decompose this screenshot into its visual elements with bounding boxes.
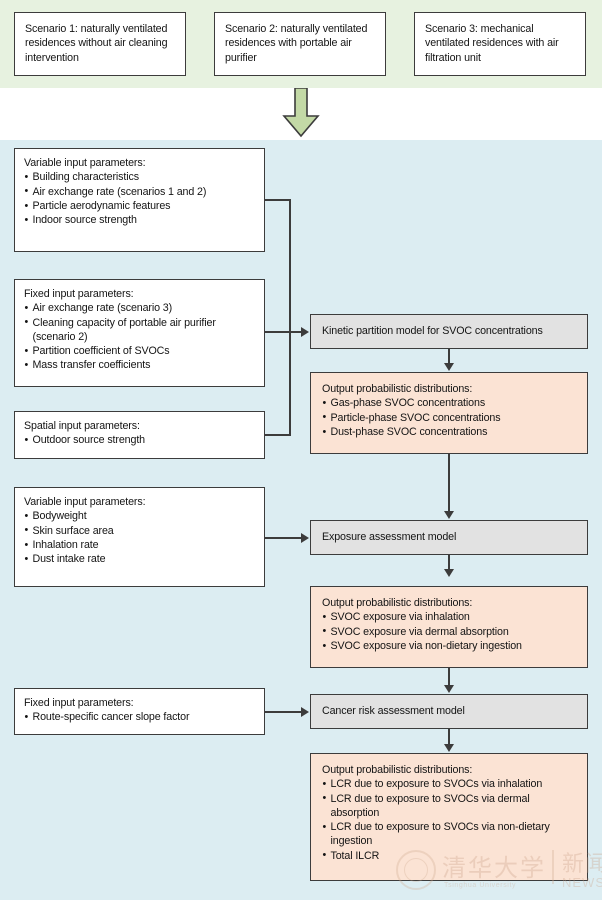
output-list: LCR due to exposure to SVOCs via inhalat… <box>322 777 578 863</box>
scenario-box-3: Scenario 3: mechanical ventilated reside… <box>414 12 586 76</box>
scenario-3-text: Scenario 3: mechanical ventilated reside… <box>425 23 562 64</box>
arrowhead-to-exposure-model <box>443 511 454 519</box>
output-list: Gas-phase SVOC concentrations Particle-p… <box>322 396 578 439</box>
output-list: SVOC exposure via inhalation SVOC exposu… <box>322 610 578 653</box>
input-box-variable-input-environment: Variable input parameters: Building char… <box>14 148 265 252</box>
list-item: Partition coefficient of SVOCs <box>24 344 256 359</box>
output-title: Output probabilistic distributions: <box>322 383 473 395</box>
input-list: Bodyweight Skin surface area Inhalation … <box>24 509 256 566</box>
list-item: SVOC exposure via dermal absorption <box>322 624 578 639</box>
scenario-1-text: Scenario 1: naturally ventilated residen… <box>25 23 171 64</box>
list-item: Dust intake rate <box>24 552 256 567</box>
connector-variable-env-stub <box>265 199 291 201</box>
input-title: Spatial input parameters: <box>24 420 140 432</box>
model-box-cancer-risk-assessment-model: Cancer risk assessment model <box>310 694 588 729</box>
input-title: Variable input parameters: <box>24 496 146 508</box>
connector-exposure-to-output <box>448 555 450 570</box>
output-box-output-concentrations: Output probabilistic distributions: Gas-… <box>310 372 588 454</box>
list-item: LCR due to exposure to SVOCs via dermal … <box>322 791 578 821</box>
list-item: Particle aerodynamic features <box>24 199 256 214</box>
arrowhead-exposure-inputs <box>301 532 309 543</box>
output-title: Output probabilistic distributions: <box>322 597 473 609</box>
list-item: Route-specific cancer slope factor <box>24 710 256 725</box>
arrowhead-to-output-risk <box>443 744 454 752</box>
model-label: Kinetic partition model for SVOC concent… <box>322 325 543 338</box>
model-label: Cancer risk assessment model <box>322 705 465 718</box>
list-item: Total ILCR <box>322 848 578 863</box>
list-item: Air exchange rate (scenario 3) <box>24 301 256 316</box>
list-item: SVOC exposure via non-dietary ingestion <box>322 639 578 654</box>
list-item: LCR due to exposure to SVOCs via inhalat… <box>322 777 578 792</box>
input-list: Route-specific cancer slope factor <box>24 710 256 725</box>
scenario-box-1: Scenario 1: naturally ventilated residen… <box>14 12 186 76</box>
connector-risk-to-output <box>448 729 450 744</box>
scenario-to-model-arrow <box>279 87 323 138</box>
list-item: Dust-phase SVOC concentrations <box>322 425 578 440</box>
connector-kinetic-to-output <box>448 349 450 364</box>
arrowhead-to-output-exposure <box>443 569 454 577</box>
output-box-output-exposure: Output probabilistic distributions: SVOC… <box>310 586 588 668</box>
list-item: Gas-phase SVOC concentrations <box>322 396 578 411</box>
arrowhead-to-output-concentrations <box>443 363 454 371</box>
list-item: Bodyweight <box>24 509 256 524</box>
input-box-fixed-input-environment: Fixed input parameters: Air exchange rat… <box>14 279 265 387</box>
connector-spatial-stub <box>265 434 291 436</box>
input-box-spatial-input: Spatial input parameters: Outdoor source… <box>14 411 265 459</box>
connector-bus-to-kinetic <box>289 331 303 333</box>
list-item: Particle-phase SVOC concentrations <box>322 410 578 425</box>
connector-exposure-inputs <box>265 537 301 539</box>
arrowhead-to-risk-model <box>443 685 454 693</box>
output-title: Output probabilistic distributions: <box>322 764 473 776</box>
output-box-output-risk: Output probabilistic distributions: LCR … <box>310 753 588 881</box>
connector-output-to-exposure <box>448 454 450 511</box>
input-box-fixed-input-risk: Fixed input parameters: Route-specific c… <box>14 688 265 735</box>
list-item: Outdoor source strength <box>24 433 256 448</box>
list-item: Air exchange rate (scenarios 1 and 2) <box>24 184 256 199</box>
scenario-2-text: Scenario 2: naturally ventilated residen… <box>225 23 371 64</box>
list-item: Building characteristics <box>24 170 256 185</box>
arrowhead-risk-inputs <box>301 706 309 717</box>
list-item: SVOC exposure via inhalation <box>322 610 578 625</box>
model-box-exposure-assessment-model: Exposure assessment model <box>310 520 588 555</box>
connector-inputs-bus <box>289 199 291 435</box>
list-item: Inhalation rate <box>24 538 256 553</box>
input-box-variable-input-exposure: Variable input parameters: Bodyweight Sk… <box>14 487 265 587</box>
model-box-kinetic-partition-model: Kinetic partition model for SVOC concent… <box>310 314 588 349</box>
model-label: Exposure assessment model <box>322 531 457 544</box>
arrowhead-to-kinetic-model <box>301 326 309 337</box>
scenario-box-2: Scenario 2: naturally ventilated residen… <box>214 12 386 76</box>
input-title: Fixed input parameters: <box>24 288 134 300</box>
list-item: LCR due to exposure to SVOCs via non-die… <box>322 820 578 849</box>
input-title: Fixed input parameters: <box>24 697 134 709</box>
input-list: Building characteristics Air exchange ra… <box>24 170 256 227</box>
input-title: Variable input parameters: <box>24 157 146 169</box>
input-list: Outdoor source strength <box>24 433 256 448</box>
list-item: Mass transfer coefficients <box>24 358 256 373</box>
list-item: Indoor source strength <box>24 213 256 228</box>
input-list: Air exchange rate (scenario 3) Cleaning … <box>24 301 256 373</box>
connector-output-to-risk <box>448 668 450 685</box>
list-item: Cleaning capacity of portable air purifi… <box>24 315 256 345</box>
connector-risk-inputs <box>265 711 301 713</box>
connector-fixed-env-stub <box>265 331 291 333</box>
list-item: Skin surface area <box>24 523 256 538</box>
